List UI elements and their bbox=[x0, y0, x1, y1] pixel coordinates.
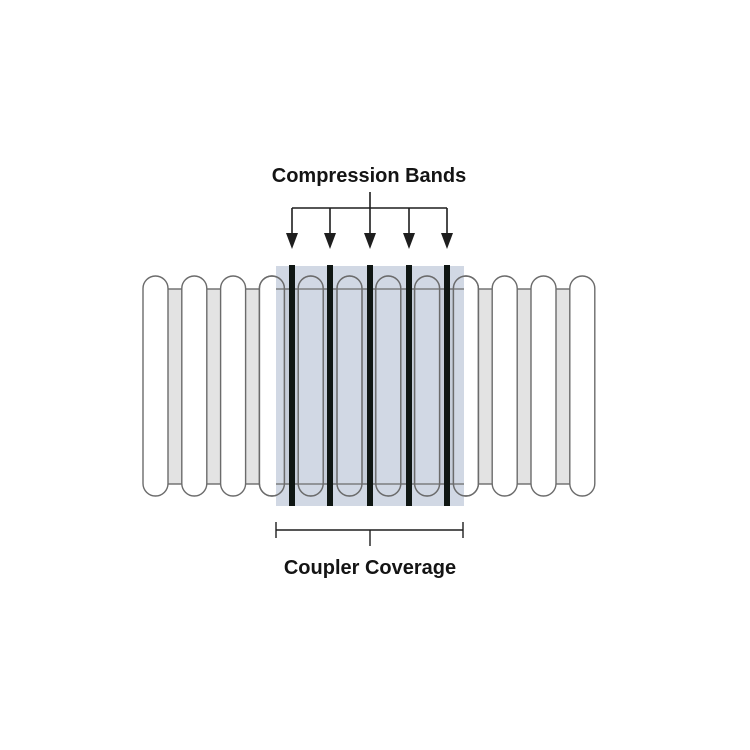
arrow-head bbox=[286, 233, 298, 249]
coverage-dimension bbox=[275, 522, 464, 546]
compression-bands bbox=[289, 265, 450, 506]
compression-bands-label: Compression Bands bbox=[272, 165, 466, 187]
pipe-rib bbox=[181, 275, 208, 497]
compression-band bbox=[444, 265, 450, 506]
compression-band bbox=[406, 265, 412, 506]
compression-bands-arrows bbox=[286, 192, 453, 249]
compression-band bbox=[327, 265, 333, 506]
covered-rib-outline bbox=[336, 275, 363, 497]
covered-rib-outline bbox=[297, 275, 324, 497]
covered-rib-outline bbox=[413, 275, 441, 497]
arrow-head bbox=[324, 233, 336, 249]
covered-rib-outline bbox=[375, 275, 402, 497]
compression-band bbox=[367, 265, 373, 506]
coupler-coverage-label: Coupler Coverage bbox=[284, 557, 456, 579]
pipe-rib bbox=[142, 275, 169, 497]
covered-rib-outline bbox=[258, 275, 286, 497]
pipe-rib bbox=[530, 275, 557, 497]
arrow-head bbox=[364, 233, 376, 249]
arrow-head bbox=[403, 233, 415, 249]
covered-rib-outline bbox=[452, 275, 480, 497]
pipe-rib bbox=[219, 275, 247, 497]
pipe-rib bbox=[491, 275, 518, 497]
pipe-rib bbox=[569, 275, 596, 497]
arrow-head bbox=[441, 233, 453, 249]
compression-band bbox=[289, 265, 295, 506]
